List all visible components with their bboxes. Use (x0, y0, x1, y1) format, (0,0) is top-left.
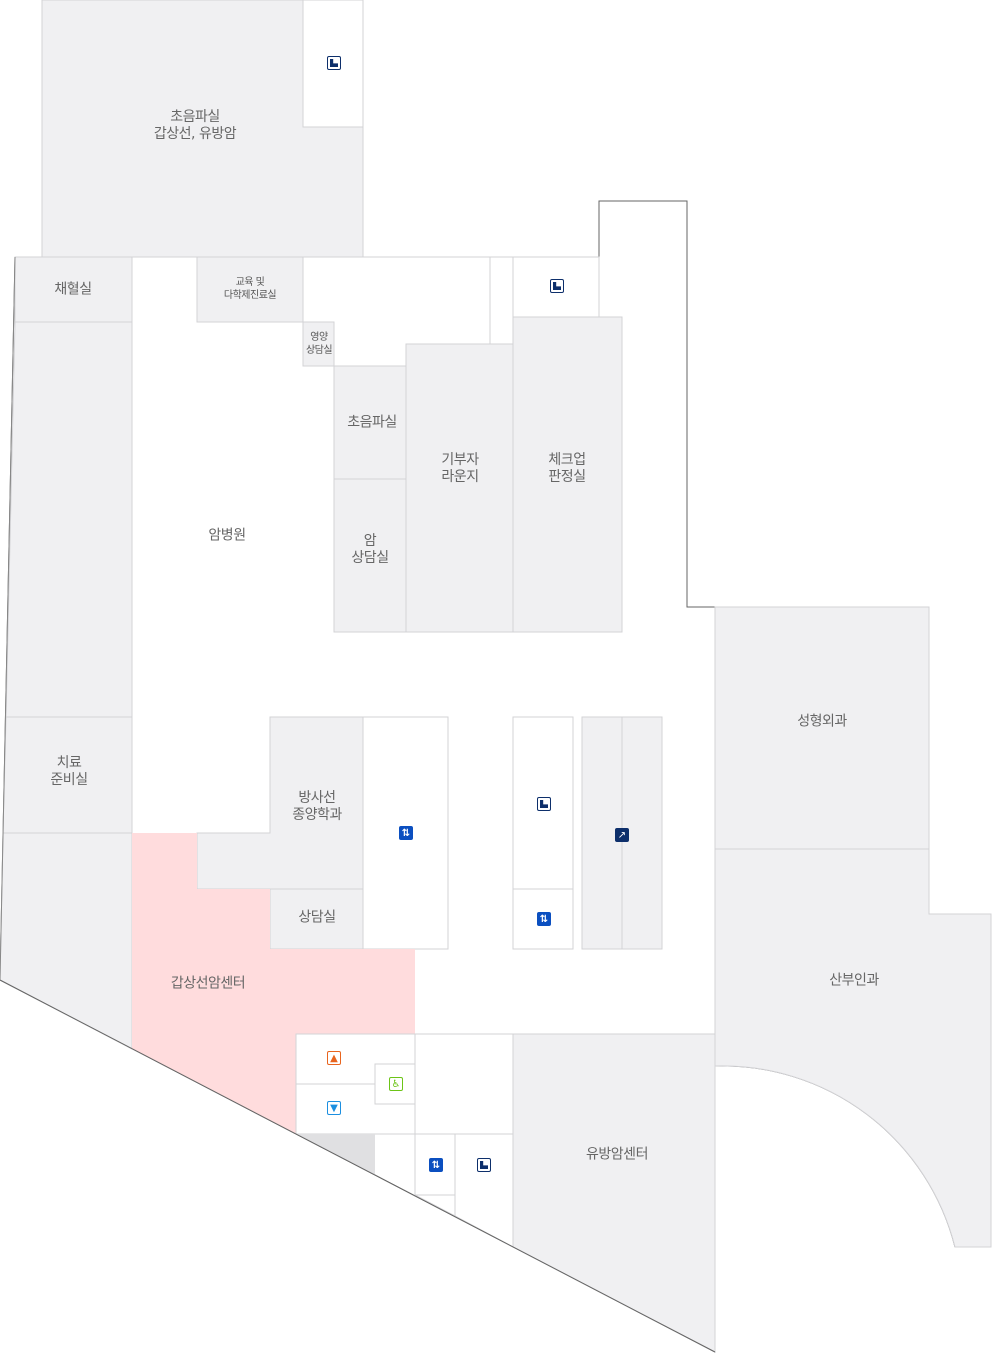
label-ultrasound-thyroid-breast[interactable]: 초음파실 갑상선, 유방암 (153, 109, 237, 142)
label-breast-center[interactable]: 유방암센터 (586, 1146, 648, 1163)
label-radiation-oncology[interactable]: 방사선 종양학과 (292, 790, 342, 823)
stairs-icon (537, 797, 551, 811)
room-counsel (269, 888, 364, 950)
label-cancer-hospital[interactable]: 암병원 (208, 527, 246, 544)
escalator-icon: ↗ (615, 828, 629, 842)
room-obgyn (714, 848, 992, 1248)
label-thyroid-center[interactable]: 갑상선암센터 (170, 975, 246, 992)
label-blood-collection[interactable]: 채혈실 (54, 281, 92, 298)
label-plastic-surgery[interactable]: 성형외과 (797, 713, 847, 730)
stairs-room-upper (512, 256, 600, 318)
elevator-icon: ⇅ (399, 826, 413, 840)
female-restroom-icon: ▲ (327, 1051, 341, 1065)
room-donor (405, 343, 514, 633)
room-checkup (512, 316, 623, 633)
label-treatment-prep[interactable]: 치료 준비실 (50, 755, 88, 788)
room-plastic-surgery (714, 606, 930, 850)
accessible-restroom-icon: ♿ (389, 1077, 403, 1091)
label-checkup[interactable]: 체크업 판정실 (548, 452, 586, 485)
label-nutrition[interactable]: 영양 상담실 (305, 332, 333, 356)
label-cancer-counsel[interactable]: 암 상담실 (351, 533, 389, 566)
label-counsel[interactable]: 상담실 (298, 909, 336, 926)
label-ultrasound[interactable]: 초음파실 (347, 414, 397, 431)
label-donor-lounge[interactable]: 기부자 라운지 (441, 452, 479, 485)
room-left-bottom (0, 832, 133, 1050)
label-obgyn[interactable]: 산부인과 (829, 972, 879, 989)
room-blood (14, 256, 133, 323)
stairs-icon (327, 56, 341, 70)
stairs-icon (550, 279, 564, 293)
room-nutrition (302, 321, 335, 367)
room-breast-center (512, 1033, 716, 1353)
room-cancer-counsel (333, 478, 407, 633)
elevator-icon: ⇅ (537, 912, 551, 926)
room-education (196, 256, 304, 323)
room-left-column (5, 321, 133, 718)
room-thyroid-center (132, 833, 415, 1134)
male-restroom-icon: ▼ (327, 1101, 341, 1115)
stairs-icon (477, 1158, 491, 1172)
label-education[interactable]: 교육 및 다학제진료실 (223, 277, 277, 301)
elevator-icon: ⇅ (429, 1158, 443, 1172)
